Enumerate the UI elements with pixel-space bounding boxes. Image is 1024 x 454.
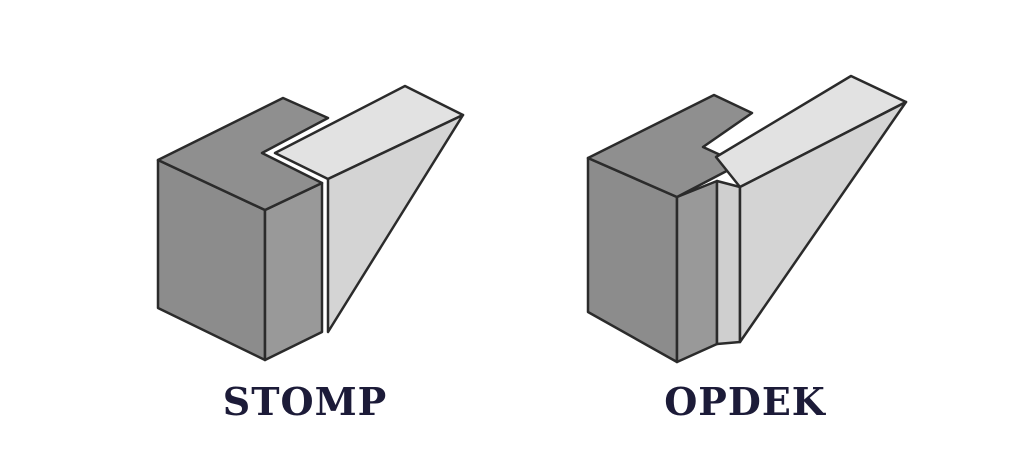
opdek-figure bbox=[586, 74, 908, 364]
opdek-frame-top-face bbox=[586, 93, 754, 199]
stomp-frame-top-face bbox=[156, 96, 330, 212]
stomp-frame-side-face bbox=[263, 181, 324, 362]
opdek-wedge-face bbox=[738, 100, 908, 344]
stomp-wedge-face bbox=[326, 113, 465, 334]
opdek-frame-side-face bbox=[675, 179, 719, 364]
stomp-label: STOMP bbox=[222, 379, 388, 424]
opdek-stop-strip bbox=[715, 179, 742, 346]
opdek-label: OPDEK bbox=[664, 379, 826, 424]
stomp-figure bbox=[156, 84, 465, 362]
